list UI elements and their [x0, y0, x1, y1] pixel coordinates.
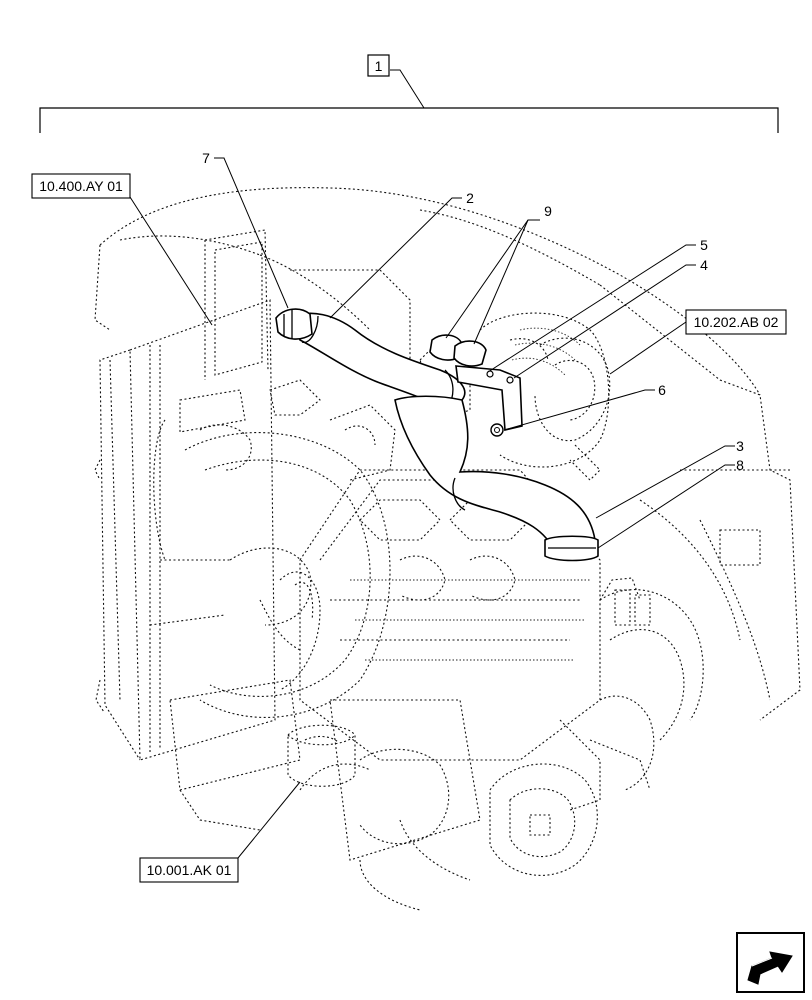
assembly-number: 1: [375, 58, 383, 74]
callout-labels: 7 2 9 5 4 6 3 8: [202, 150, 744, 473]
reference-right[interactable]: 10.202.AB 02: [685, 309, 787, 335]
reference-bottom-label: 10.001.AK 01: [147, 862, 232, 878]
callout-8: 8: [736, 457, 744, 473]
callout-5: 5: [700, 237, 708, 253]
intake-hose-assembly: [275, 308, 599, 562]
reference-top-left-label: 10.400.AY 01: [39, 178, 123, 194]
callout-7: 7: [202, 150, 210, 166]
engine-line-art: [94, 187, 801, 911]
callout-2: 2: [466, 190, 474, 206]
callout-6: 6: [658, 382, 666, 398]
callout-9: 9: [544, 203, 552, 219]
reference-right-label: 10.202.AB 02: [694, 314, 779, 330]
callout-leaders: [129, 157, 735, 859]
callout-3: 3: [736, 438, 744, 454]
next-page-arrow-icon[interactable]: [736, 932, 805, 993]
reference-bottom[interactable]: 10.001.AK 01: [139, 857, 239, 883]
assembly-bracket: 1: [39, 54, 779, 133]
reference-top-left[interactable]: 10.400.AY 01: [31, 173, 131, 199]
callout-4: 4: [700, 257, 708, 273]
